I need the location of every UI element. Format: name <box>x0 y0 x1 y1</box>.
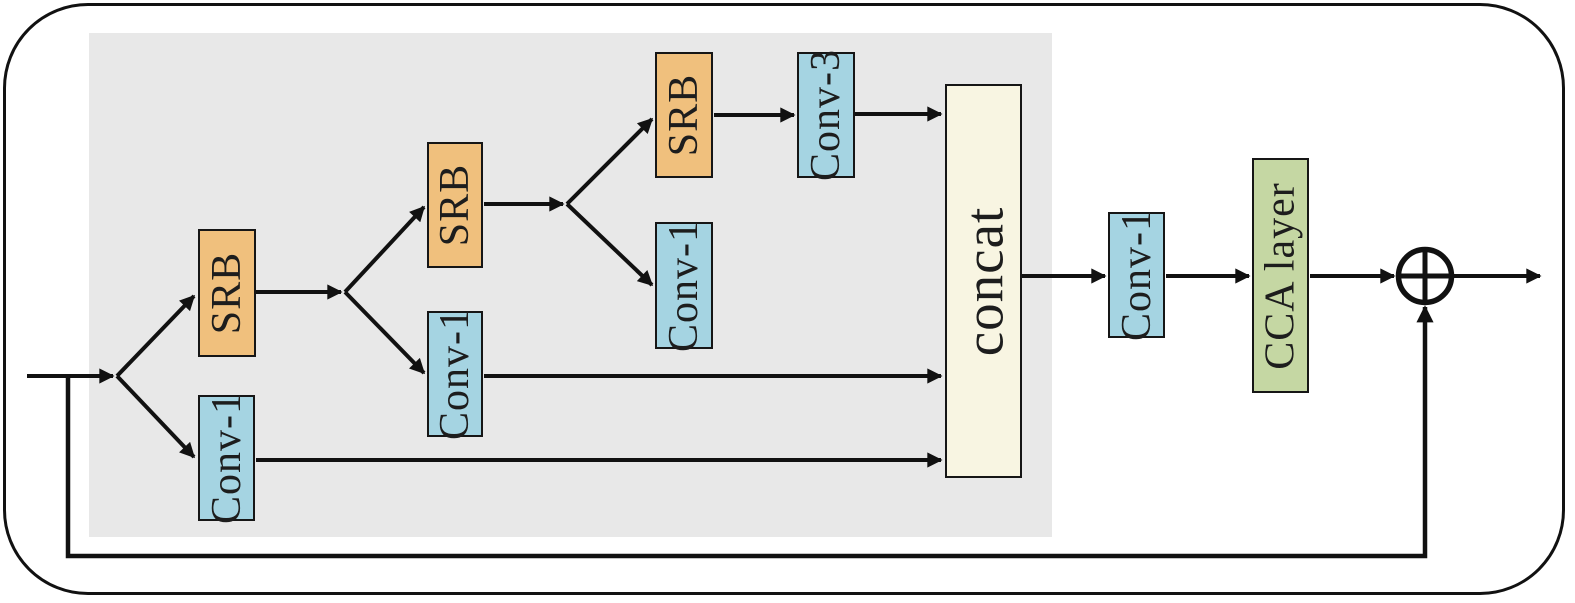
block-srb-3-label: SRB <box>661 73 708 157</box>
add-operator-icon <box>1395 246 1455 306</box>
block-conv3: Conv-3 <box>797 49 855 181</box>
block-concat: concat <box>945 84 1022 478</box>
block-concat-label: concat <box>953 206 1015 356</box>
block-srb-1: SRB <box>198 229 256 357</box>
block-conv1-distill-3-label: Conv-1 <box>661 219 707 352</box>
block-conv1-fuse: Conv-1 <box>1108 209 1165 341</box>
edge-input-srb1 <box>115 294 196 378</box>
outer-rounded-border <box>3 3 1565 595</box>
edge-input-conv1a <box>115 374 196 459</box>
block-conv3-label: Conv-3 <box>803 49 849 181</box>
block-conv1-distill-2: Conv-1 <box>427 308 483 440</box>
block-srb-2: SRB <box>427 142 483 268</box>
edge-srb1-conv1b <box>343 290 426 375</box>
block-srb-3: SRB <box>655 52 713 178</box>
skip-connection-line <box>65 305 1434 559</box>
block-conv1-fuse-label: Conv-1 <box>1113 209 1160 341</box>
edge-srb1-srb2 <box>343 205 426 294</box>
block-cca-layer: CCA layer <box>1252 158 1309 393</box>
block-srb-2-label: SRB <box>432 163 479 247</box>
flow-connectors <box>27 106 1542 559</box>
block-conv1-distill-3: Conv-1 <box>655 219 713 352</box>
block-cca-layer-label: CCA layer <box>1257 181 1304 370</box>
edge-srb2-srb3 <box>565 117 654 206</box>
block-conv1-distill-1-label: Conv-1 <box>203 392 250 524</box>
edge-srb2-conv1c <box>565 202 654 287</box>
block-conv1-distill-1: Conv-1 <box>198 392 255 524</box>
block-srb-1-label: SRB <box>204 251 251 335</box>
block-conv1-distill-2-label: Conv-1 <box>432 308 478 440</box>
